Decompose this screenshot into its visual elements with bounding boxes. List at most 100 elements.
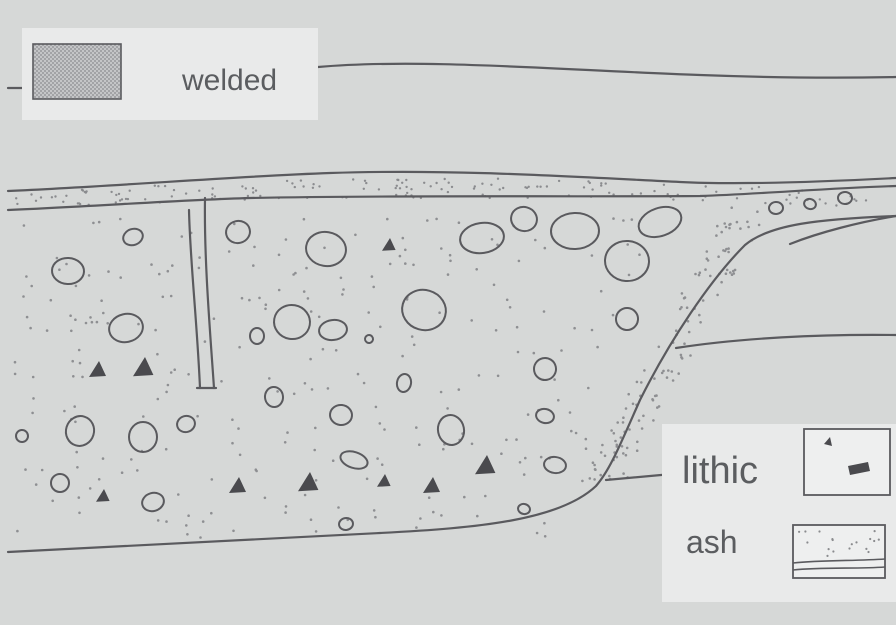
stipple-dot <box>419 517 422 520</box>
ash-dot <box>198 190 200 192</box>
stipple-dot <box>26 316 29 319</box>
ash-swatch-dot <box>848 547 850 549</box>
stipple-dot <box>731 273 734 276</box>
stipple-dot <box>518 260 521 263</box>
stipple-dot <box>636 441 639 444</box>
stipple-dot <box>592 461 595 464</box>
ash-dot <box>798 192 800 194</box>
stipple-dot <box>278 289 281 292</box>
stipple-dot <box>739 227 742 230</box>
stipple-dot <box>704 268 707 271</box>
stipple-dot <box>231 442 234 445</box>
ash-swatch-dot <box>855 541 857 543</box>
ash-dot <box>129 190 131 192</box>
stipple-dot <box>553 378 556 381</box>
stipple-dot <box>373 509 376 512</box>
stipple-dot <box>89 487 92 490</box>
lithic-label: lithic <box>682 450 758 493</box>
ash-dot <box>502 187 504 189</box>
ash-dot <box>255 189 257 191</box>
stipple-dot <box>725 272 728 275</box>
stipple-dot <box>728 227 731 230</box>
stipple-dot <box>121 471 124 474</box>
ash-dot <box>853 198 855 200</box>
stipple-dot <box>70 330 73 333</box>
stipple-dot <box>303 218 306 221</box>
stipple-dot <box>165 391 168 394</box>
ash-dot <box>788 194 790 196</box>
stipple-dot <box>136 469 139 472</box>
stipple-dot <box>367 311 370 314</box>
stipple-dot <box>383 428 386 431</box>
stipple-dot <box>202 520 205 523</box>
welded-legend: welded <box>22 28 318 120</box>
stipple-dot <box>698 314 701 317</box>
ash-dot <box>62 201 64 203</box>
stipple-dot <box>278 254 281 257</box>
stipple-dot <box>681 292 684 295</box>
stipple-dot <box>150 263 153 266</box>
stipple-dot <box>374 516 377 519</box>
stipple-dot <box>78 512 81 515</box>
stipple-dot <box>601 444 604 447</box>
stipple-dot <box>641 427 644 430</box>
ash-dot <box>54 195 56 197</box>
stipple-dot <box>92 222 95 225</box>
stipple-dot <box>534 239 537 242</box>
ash-dot <box>423 182 425 184</box>
stipple-dot <box>107 270 110 273</box>
stipple-dot <box>675 329 678 332</box>
stipple-dot <box>14 361 17 364</box>
stipple-dot <box>340 277 343 280</box>
stipple-dot <box>211 478 214 481</box>
stipple-dot <box>32 376 35 379</box>
stipple-dot <box>730 206 733 209</box>
stipple-dot <box>310 310 313 313</box>
ash-dot <box>378 188 380 190</box>
stipple-dot <box>723 222 726 225</box>
stipple-dot <box>677 372 680 375</box>
stipple-dot <box>519 461 522 464</box>
stipple-dot <box>631 218 634 221</box>
stipple-dot <box>593 464 596 467</box>
ash-dot <box>212 187 214 189</box>
stipple-dot <box>440 514 443 517</box>
ash-dot <box>819 198 821 200</box>
stipple-dot <box>167 384 170 387</box>
stipple-dot <box>544 535 547 538</box>
ash-dot <box>499 188 501 190</box>
stipple-dot <box>495 329 498 332</box>
stipple-dot <box>91 321 94 324</box>
stipple-dot <box>389 263 392 266</box>
stipple-dot <box>314 427 317 430</box>
stipple-dot <box>638 253 641 256</box>
ash-dot <box>395 187 397 189</box>
stipple-dot <box>130 458 133 461</box>
stipple-dot <box>71 360 74 363</box>
ash-swatch-dot <box>832 550 834 552</box>
ash-dot <box>715 191 717 193</box>
stipple-dot <box>625 407 628 410</box>
stipple-dot <box>170 295 173 298</box>
ash-dot <box>589 182 591 184</box>
stipple-dot <box>560 349 563 352</box>
ash-dot <box>312 183 314 185</box>
stipple-dot <box>199 536 202 539</box>
stipple-dot <box>720 231 723 234</box>
ash-dot <box>115 194 117 196</box>
ash-swatch-dot <box>874 530 876 532</box>
stipple-dot <box>672 379 675 382</box>
stipple-dot <box>366 478 369 481</box>
stipple-dot <box>81 376 84 379</box>
stipple-dot <box>679 308 682 311</box>
stipple-dot <box>599 474 602 477</box>
ash-swatch-dot <box>878 539 880 541</box>
stipple-dot <box>72 375 75 378</box>
stipple-dot <box>363 382 366 385</box>
ash-dot <box>144 198 146 200</box>
stipple-dot <box>165 448 168 451</box>
stipple-dot <box>636 381 639 384</box>
stipple-dot <box>638 419 641 422</box>
stipple-dot <box>699 271 702 274</box>
ash-swatch-dot <box>806 541 808 543</box>
